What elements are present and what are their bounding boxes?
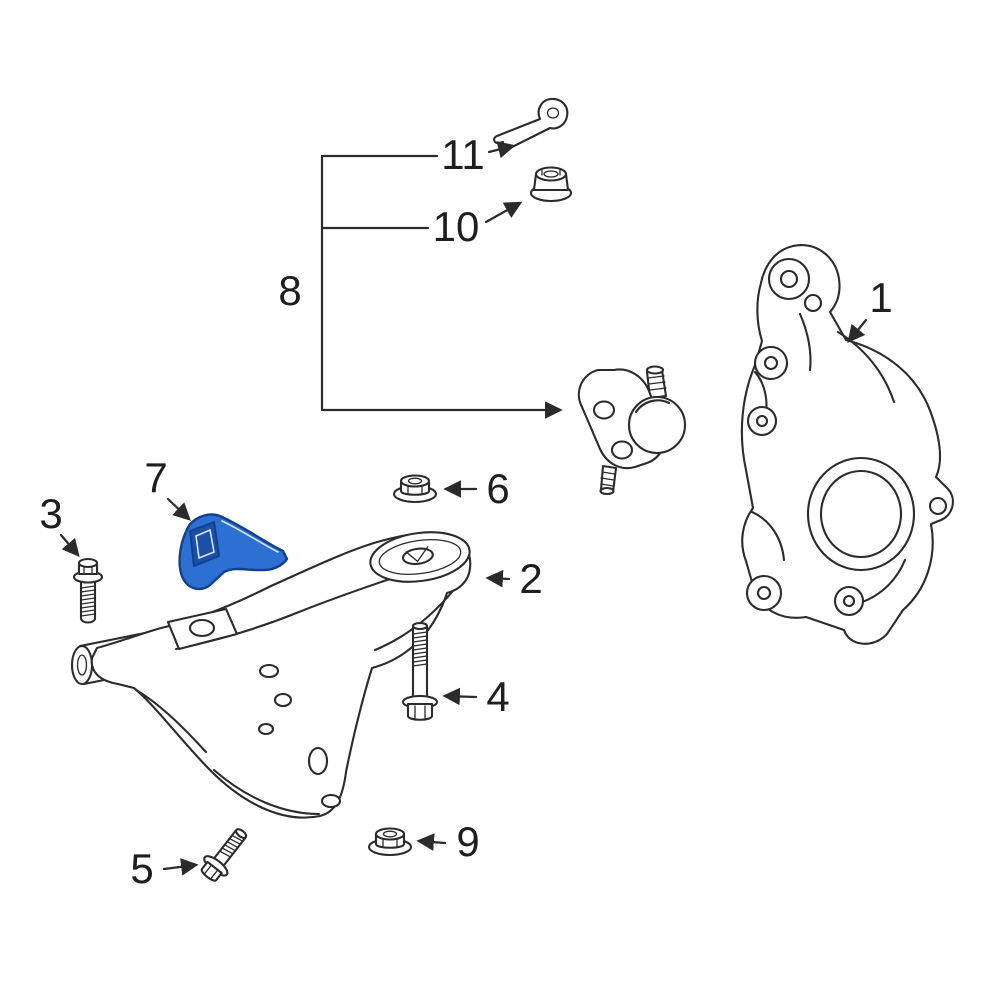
callout-label-2[interactable]: 2 — [519, 555, 542, 602]
callout-label-11[interactable]: 11 — [441, 131, 485, 178]
callout-1[interactable]: 1 — [847, 274, 893, 344]
part-lower-control-arm[interactable] — [70, 526, 473, 819]
part-ball-joint[interactable] — [577, 365, 687, 496]
part-flange-bolt-rear[interactable] — [401, 621, 439, 721]
callout-8[interactable]: 8 — [278, 154, 563, 419]
part-flange-nut-lower[interactable] — [367, 827, 413, 857]
callout-4[interactable]: 4 — [442, 673, 510, 720]
callout-label-7[interactable]: 7 — [144, 454, 167, 501]
bolt-head — [200, 860, 223, 882]
leader-line-1 — [847, 318, 868, 344]
callout-label-9[interactable]: 9 — [456, 818, 479, 865]
leader-line-3 — [59, 533, 80, 558]
knuckle-hub-bore — [819, 469, 903, 559]
arm-body — [90, 531, 472, 819]
part-flange-nut-upper[interactable] — [392, 474, 438, 504]
bolt-head — [406, 702, 434, 721]
leader-line-10 — [484, 201, 523, 224]
callout-11[interactable]: 11 — [441, 131, 516, 178]
callout-9[interactable]: 9 — [416, 818, 480, 865]
leader-bracket-8 — [320, 154, 563, 419]
callout-2[interactable]: 2 — [485, 555, 543, 602]
part-castle-nut[interactable] — [529, 166, 573, 203]
callout-label-1[interactable]: 1 — [869, 274, 892, 321]
callout-7[interactable]: 7 — [144, 454, 191, 521]
leader-line-9 — [416, 833, 447, 851]
knuckle-upper-hole — [779, 269, 799, 289]
ball-joint-dome — [627, 395, 687, 455]
callout-label-5[interactable]: 5 — [130, 845, 153, 892]
leader-line-2 — [485, 569, 511, 588]
part-flange-bolt-lower[interactable] — [196, 823, 254, 886]
callout-label-3[interactable]: 3 — [39, 490, 62, 537]
callout-6[interactable]: 6 — [443, 465, 510, 512]
part-control-arm-bracket[interactable] — [178, 513, 289, 591]
leader-line-7 — [166, 497, 191, 521]
bracket-socket — [189, 521, 220, 567]
leader-line-4 — [442, 687, 478, 706]
callout-label-4[interactable]: 4 — [486, 673, 509, 720]
callout-3[interactable]: 3 — [39, 490, 80, 558]
leader-line-5 — [162, 858, 199, 876]
callout-label-8[interactable]: 8 — [278, 267, 301, 314]
part-steering-knuckle[interactable] — [740, 244, 954, 645]
callout-5[interactable]: 5 — [130, 845, 199, 892]
part-flange-bolt-front[interactable] — [72, 557, 104, 624]
callouts: 1 2 3 4 5 6 7 8 — [39, 131, 892, 892]
callout-label-6[interactable]: 6 — [486, 465, 509, 512]
callout-10[interactable]: 10 — [433, 201, 523, 250]
callout-label-10[interactable]: 10 — [433, 203, 480, 250]
leader-line-11 — [487, 141, 516, 159]
